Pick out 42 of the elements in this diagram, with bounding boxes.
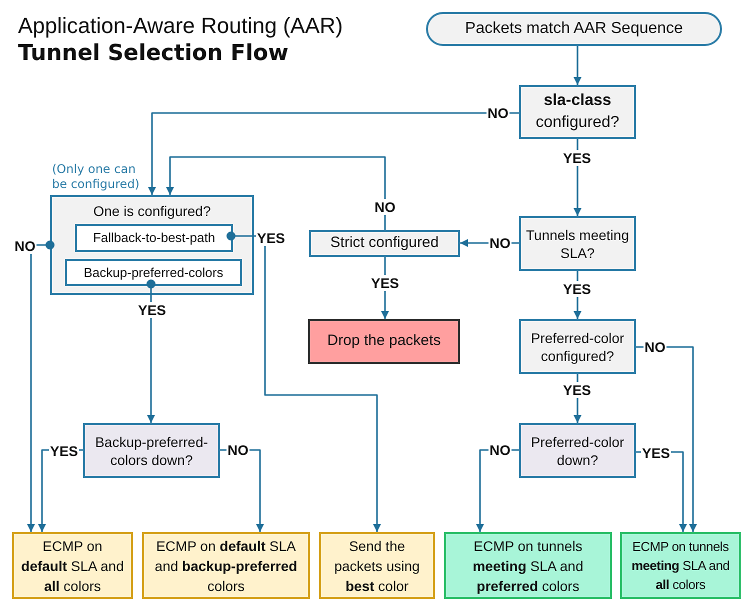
outcome-box: ECMP on default SLA and backup-preferred colors <box>142 532 310 599</box>
edge-label: YES <box>137 302 167 318</box>
decision-box: Tunnels meeting SLA? <box>519 216 636 271</box>
terminal-box: Drop the packets <box>308 319 460 364</box>
node-label: One is configured? <box>93 202 211 221</box>
decision-box: sla-class configured? <box>519 85 636 139</box>
option-box: Backup-preferred-colors <box>65 259 242 286</box>
decision-box: Preferred-color configured? <box>519 319 636 374</box>
edge-label: YES <box>562 281 592 297</box>
decision-box: Preferred-color down? <box>519 423 636 478</box>
edge-label: NO <box>488 442 512 458</box>
arrow <box>476 449 519 532</box>
outcome-box: ECMP on default SLA and all colors <box>12 532 133 599</box>
option-box: Fallback-to-best-path <box>75 224 233 252</box>
edge-label: YES <box>49 443 79 459</box>
arrow <box>226 232 381 532</box>
outcome-box: ECMP on tunnels meeting SLA and all colors <box>620 532 741 599</box>
edge-label: YES <box>370 275 400 291</box>
edge-label: NO <box>226 442 250 458</box>
edge-label: YES <box>562 150 592 166</box>
outcome-box: ECMP on tunnels meeting SLA and preferred colors <box>444 532 612 599</box>
arrow <box>148 112 519 195</box>
arrow <box>166 156 386 230</box>
arrow <box>146 280 156 423</box>
edge-label: NO <box>488 235 512 251</box>
edge-label: YES <box>256 230 286 246</box>
arrow <box>220 449 264 532</box>
edge-label: YES <box>562 382 592 398</box>
edge-label: NO <box>14 238 36 254</box>
edge-label: YES <box>641 445 671 461</box>
outcome-box: Send the packets using best color <box>319 532 435 599</box>
decision-box: Strict configured <box>309 230 460 257</box>
arrow <box>27 240 54 532</box>
edge-label: NO <box>374 199 396 215</box>
decision-box: Backup-preferred-colors down? <box>83 423 220 478</box>
edge-label: NO <box>486 105 510 121</box>
arrow <box>636 346 697 532</box>
title: Application-Aware Routing (AAR) Tunnel Selection Flow <box>18 12 344 67</box>
edge-label: NO <box>644 339 666 355</box>
note-text: (Only one can be configured) <box>52 162 140 192</box>
start-terminal: Packets match AAR Sequence <box>426 12 722 46</box>
arrow <box>574 46 582 85</box>
